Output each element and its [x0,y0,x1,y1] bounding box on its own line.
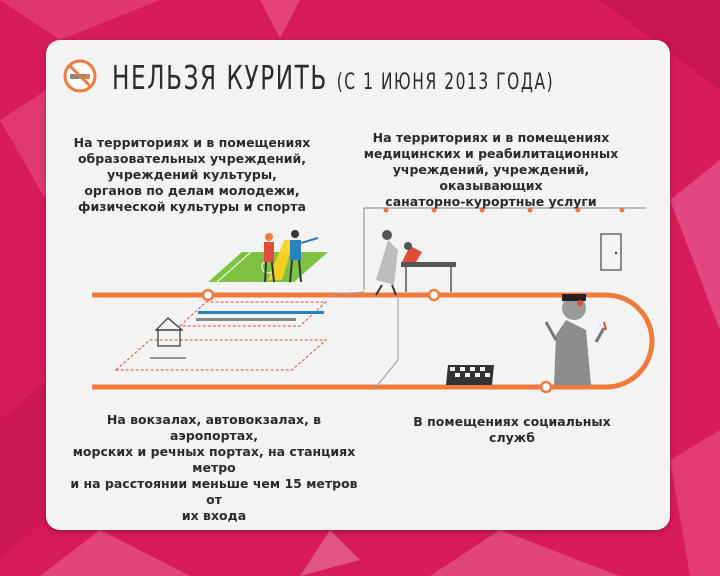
infographic-card: НЕЛЬЗЯ КУРИТЬ (С 1 ИЮНЯ 2013 ГОДА) На те… [46,40,670,530]
social-room [375,294,607,388]
hospital-room [330,207,646,296]
people-figures [264,230,319,283]
caption-education: На территориях и в помещениях образовате… [73,135,311,214]
caption-medical: На территориях и в помещениях медицински… [363,130,619,209]
title-main: НЕЛЬЗЯ КУРИТЬ [112,58,328,97]
caption-social: В помещениях социальных служб [413,414,611,445]
transport-area [114,301,328,371]
title-date: (С 1 ИЮНЯ 2013 ГОДА) [336,70,555,95]
orange-route [92,292,655,390]
caption-transport: На вокзалах, автовокзалах, в аэропортах,… [70,412,358,523]
illustration-scene [92,207,655,394]
no-smoking-icon [63,59,97,93]
page-title: НЕЛЬЗЯ КУРИТЬ (С 1 ИЮНЯ 2013 ГОДА) [112,58,554,98]
route-dots [201,288,553,394]
